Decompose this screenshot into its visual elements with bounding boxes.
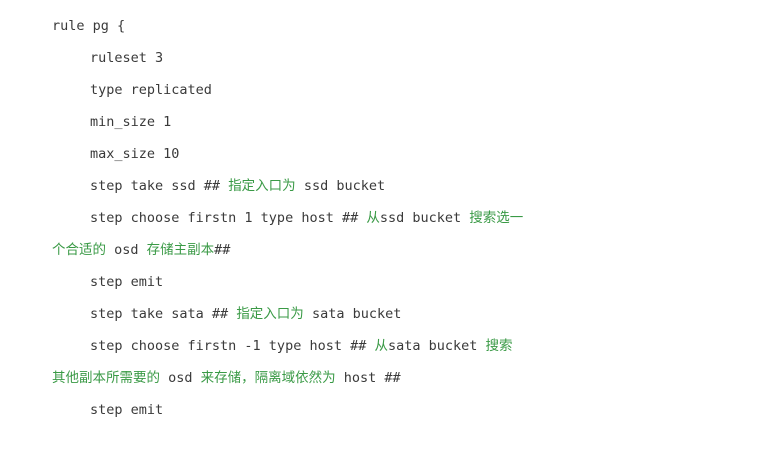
comment-marker: ## — [214, 242, 231, 258]
comment-marker: ## — [384, 370, 401, 386]
comment-text: 指定入口为 — [228, 178, 296, 194]
code-line: ruleset 3 — [0, 42, 778, 74]
comment-text: 从 — [374, 338, 388, 354]
code-line: step choose firstn -1 type host ## 从sata… — [0, 330, 778, 362]
code-text: ssd bucket — [295, 178, 386, 194]
comment-text: 搜索选一 — [469, 210, 524, 226]
code-text: sata bucket — [303, 306, 402, 322]
code-text: rule pg { — [52, 18, 126, 34]
code-text: min_size 1 — [90, 114, 172, 130]
comment-text: 个合适的 — [52, 242, 106, 258]
code-text: osd — [160, 370, 201, 386]
code-text: type replicated — [90, 82, 212, 98]
comment-marker: ## — [350, 338, 375, 354]
comment-marker: ## — [341, 210, 367, 226]
comment-text: 搜索 — [485, 338, 513, 354]
code-text: max_size 10 — [90, 146, 180, 162]
code-line-wrapped: 个合适的 osd 存储主副本## — [0, 234, 778, 266]
code-text: step emit — [90, 274, 164, 290]
code-line: step choose firstn 1 type host ## 从ssd b… — [0, 202, 778, 234]
code-line: step emit — [0, 266, 778, 298]
comment-text: 来存储，隔离域依然为 — [200, 370, 336, 386]
code-text: step choose firstn 1 type host — [90, 210, 342, 226]
comment-text: 存储主副本 — [146, 242, 215, 258]
comment-text: 其他副本所需要的 — [52, 370, 160, 386]
code-line-wrapped: 其他副本所需要的 osd 来存储，隔离域依然为 host ## — [0, 362, 778, 394]
comment-marker: ## — [203, 178, 229, 194]
comment-marker: ## — [211, 306, 237, 322]
code-line: max_size 10 — [0, 138, 778, 170]
code-text: step emit — [90, 402, 164, 418]
code-text: step take sata — [90, 306, 212, 322]
comment-text: 指定入口为 — [236, 306, 304, 322]
code-text: sata bucket — [387, 338, 486, 354]
comment-text: 从 — [366, 210, 380, 226]
code-line-list: rule pg { ruleset 3 type replicated min_siz… — [0, 10, 778, 426]
code-text: ssd bucket — [379, 210, 470, 226]
code-line: step emit — [0, 394, 778, 426]
code-line: step take sata ## 指定入口为 sata bucket — [0, 298, 778, 330]
code-line: step take ssd ## 指定入口为 ssd bucket — [0, 170, 778, 202]
code-text: ruleset 3 — [90, 50, 164, 66]
code-text: host — [335, 370, 385, 386]
code-text: step choose firstn -1 type host — [90, 338, 351, 354]
code-text: step take ssd — [90, 178, 204, 194]
top-spacer — [0, 0, 778, 10]
code-line: min_size 1 — [0, 106, 778, 138]
code-line: rule pg { — [0, 10, 778, 42]
code-text: osd — [106, 242, 147, 258]
code-line: type replicated — [0, 74, 778, 106]
